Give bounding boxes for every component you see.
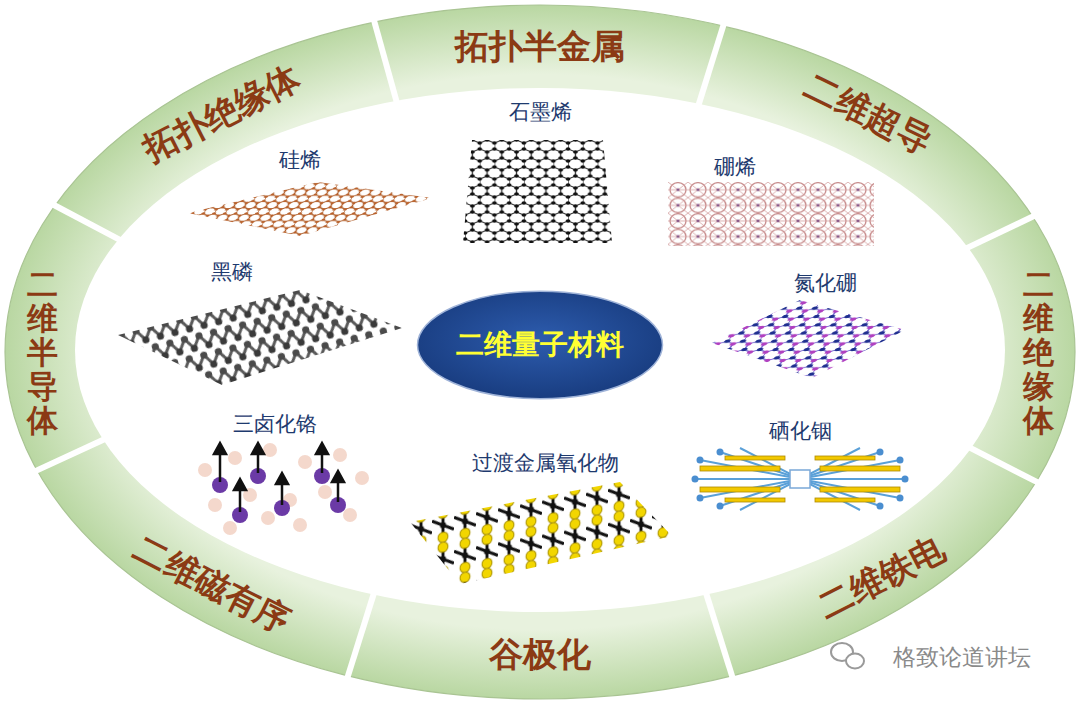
material-name: 氮化硼 xyxy=(794,269,857,297)
tmd-sheet xyxy=(410,482,672,584)
inner-field xyxy=(75,88,1005,612)
silicene-sheet xyxy=(188,182,432,236)
chromium-trihalide xyxy=(198,443,369,535)
segment-label: 二维绝缘体 xyxy=(1023,267,1054,437)
wechat-icon xyxy=(831,643,864,669)
ring-separator xyxy=(33,439,105,472)
ring-separator xyxy=(373,17,397,102)
ring-separator xyxy=(969,447,1040,483)
material-name: 硼烯 xyxy=(714,153,756,181)
ring-segment: 二维绝缘体 xyxy=(1019,264,1058,440)
ring-separator xyxy=(346,593,374,681)
watermark: 格致论道讲坛 xyxy=(893,642,1031,673)
material-name: 过渡金属氧化物 xyxy=(472,449,619,477)
ring-separator xyxy=(966,214,1037,248)
boron-nitride-sheet xyxy=(712,300,905,378)
outer-ring xyxy=(5,5,1075,699)
center-title: 二维量子材料 xyxy=(456,326,624,364)
segment-label: 二维半导体 xyxy=(27,267,58,437)
black-phosphorus-sheet xyxy=(118,290,402,385)
graphene-sheet xyxy=(463,140,612,243)
ring-segment: 二维半导体 xyxy=(23,264,62,440)
segment-label: 拓扑半金属 xyxy=(455,24,625,70)
segment-label: 谷极化 xyxy=(489,632,591,678)
indium-selenide xyxy=(692,448,909,510)
ring-segment: 谷极化 xyxy=(485,629,595,681)
ring-segment: 拓扑半金属 xyxy=(451,21,629,73)
material-name: 硅烯 xyxy=(279,146,321,174)
ring-separator xyxy=(698,21,724,105)
ring-separator xyxy=(706,593,734,681)
borophene-sheet xyxy=(668,182,874,246)
center-ellipse: 二维量子材料 xyxy=(415,289,665,401)
material-name: 硒化铟 xyxy=(769,417,832,445)
material-name: 三卤化铬 xyxy=(233,410,317,438)
material-name: 黑磷 xyxy=(211,258,253,286)
ring-separators xyxy=(33,17,1041,680)
ring-separator xyxy=(51,203,121,240)
material-name: 石墨烯 xyxy=(509,98,572,126)
